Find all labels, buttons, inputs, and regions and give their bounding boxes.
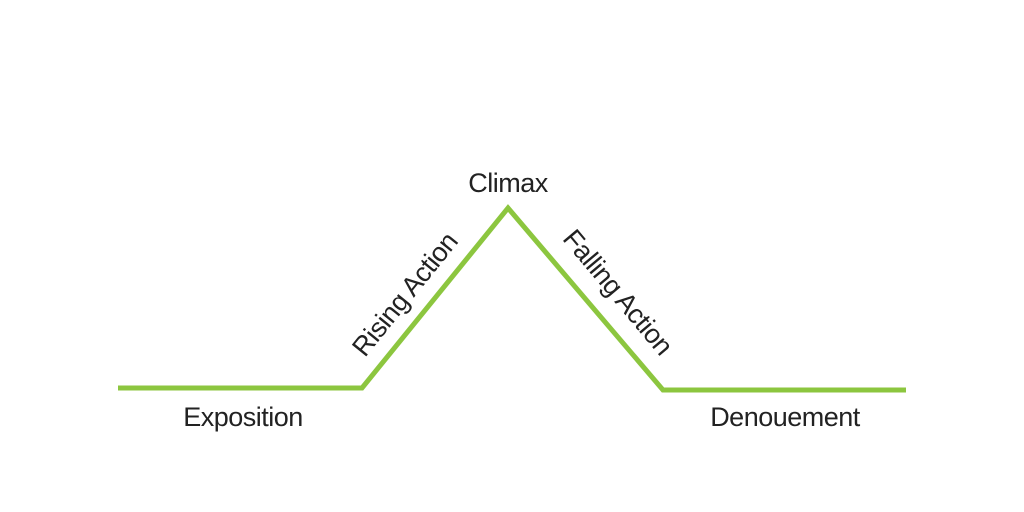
- label-denouement: Denouement: [710, 402, 861, 432]
- label-climax: Climax: [468, 168, 549, 198]
- label-rising-action: Rising Action: [346, 227, 463, 362]
- label-exposition: Exposition: [183, 402, 303, 432]
- plot-line: [118, 204, 906, 393]
